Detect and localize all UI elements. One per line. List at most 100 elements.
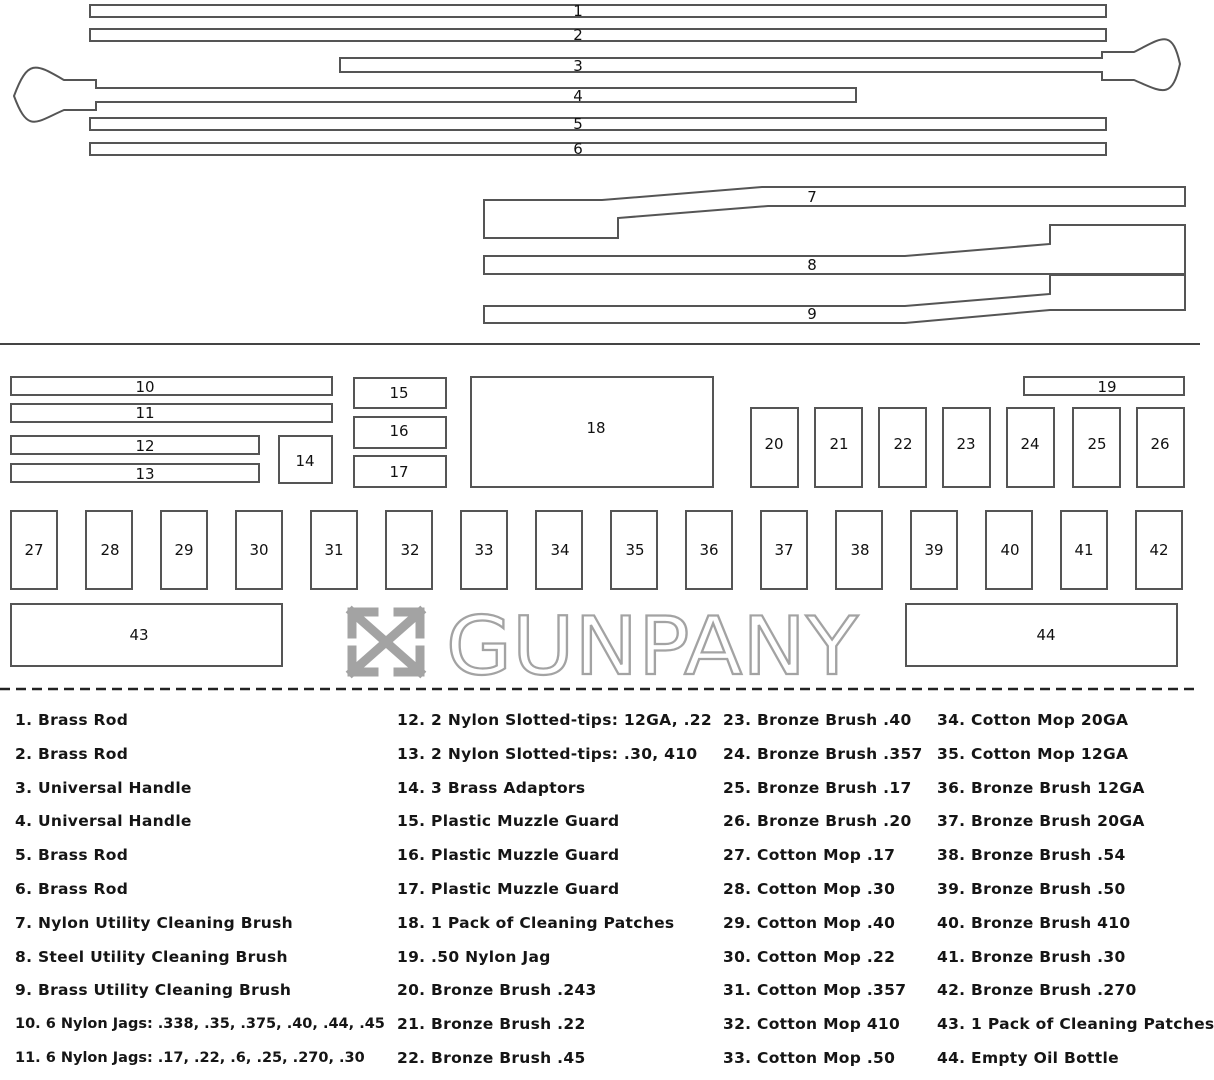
part-24-shape xyxy=(1006,407,1055,488)
part-label: 5 xyxy=(573,115,583,133)
part-label: 27 xyxy=(24,541,43,559)
part-43-shape xyxy=(10,603,283,667)
part-label: 10 xyxy=(135,378,154,396)
part-label: 28 xyxy=(100,541,119,559)
legend-item: 43. 1 Pack of Cleaning Patches xyxy=(937,1015,1214,1034)
part-label: 43 xyxy=(129,626,148,644)
legend-item: 14. 3 Brass Adaptors xyxy=(397,778,586,797)
part-10-shape xyxy=(10,376,333,396)
part-label: 9 xyxy=(807,305,817,323)
part-label: 8 xyxy=(807,256,817,274)
legend-item: 33. Cotton Mop .50 xyxy=(723,1048,896,1067)
part-11-shape xyxy=(10,403,333,423)
part-4-shape xyxy=(12,66,857,123)
legend-item: 40. Bronze Brush 410 xyxy=(937,913,1131,932)
legend-column-4: 34. Cotton Mop 20GA 35. Cotton Mop 12GA … xyxy=(937,708,1214,1080)
legend-item: 24. Bronze Brush .357 xyxy=(723,744,923,763)
legend-item: 4. Universal Handle xyxy=(15,812,192,831)
legend-item: 41. Bronze Brush .30 xyxy=(937,947,1126,966)
part-label: 2 xyxy=(573,26,583,44)
part-label: 11 xyxy=(135,404,154,422)
legend-item: 28. Cotton Mop .30 xyxy=(723,879,896,898)
brand-logo: GUNPANY xyxy=(345,599,860,694)
part-label: 30 xyxy=(249,541,268,559)
legend-item: 12. 2 Nylon Slotted-tips: 12GA, .22 xyxy=(397,711,712,729)
part-7-shape xyxy=(483,186,1186,239)
part-32-shape xyxy=(385,510,433,590)
part-label: 29 xyxy=(174,541,193,559)
part-label: 26 xyxy=(1150,435,1169,453)
legend-item: 30. Cotton Mop .22 xyxy=(723,947,896,966)
part-12-shape xyxy=(10,435,260,455)
part-14-shape xyxy=(278,435,333,484)
part-label: 33 xyxy=(474,541,493,559)
part-label: 31 xyxy=(324,541,343,559)
legend-item: 32. Cotton Mop 410 xyxy=(723,1015,901,1034)
legend-item: 3. Universal Handle xyxy=(15,778,192,797)
legend-item: 5. Brass Rod xyxy=(15,846,129,865)
part-30-shape xyxy=(235,510,283,590)
part-37-shape xyxy=(760,510,808,590)
part-42-shape xyxy=(1135,510,1183,590)
part-label: 37 xyxy=(774,541,793,559)
part-label: 3 xyxy=(573,57,583,75)
part-2-shape xyxy=(89,28,1107,42)
legend-item: 16. Plastic Muzzle Guard xyxy=(397,846,620,865)
part-9-shape xyxy=(483,274,1186,324)
part-label: 12 xyxy=(135,437,154,455)
part-19-shape xyxy=(1023,376,1185,396)
part-44-shape xyxy=(905,603,1178,667)
part-28-shape xyxy=(85,510,133,590)
part-label: 1 xyxy=(573,2,583,20)
part-34-shape xyxy=(535,510,583,590)
part-8-shape xyxy=(483,224,1186,275)
part-label: 36 xyxy=(699,541,718,559)
part-label: 34 xyxy=(550,541,569,559)
part-29-shape xyxy=(160,510,208,590)
legend-item: 19. .50 Nylon Jag xyxy=(397,947,551,966)
brand-wordmark: GUNPANY xyxy=(446,600,859,693)
part-13-shape xyxy=(10,463,260,483)
part-label: 6 xyxy=(573,140,583,158)
part-label: 4 xyxy=(573,87,583,105)
part-label: 20 xyxy=(764,435,783,453)
part-15-shape xyxy=(353,377,447,409)
legend-column-3: 23. Bronze Brush .40 24. Bronze Brush .3… xyxy=(723,708,923,1080)
legend-item: 2. Brass Rod xyxy=(15,744,129,763)
legend-item: 1. Brass Rod xyxy=(15,711,129,729)
part-40-shape xyxy=(985,510,1033,590)
legend-item: 6. Brass Rod xyxy=(15,879,129,898)
part-16-shape xyxy=(353,416,447,449)
part-39-shape xyxy=(910,510,958,590)
legend-item: 10. 6 Nylon Jags: .338, .35, .375, .40, … xyxy=(15,1016,385,1033)
part-22-shape xyxy=(878,407,927,488)
part-label: 42 xyxy=(1149,541,1168,559)
part-label: 13 xyxy=(135,465,154,483)
part-label: 7 xyxy=(807,188,817,206)
part-label: 38 xyxy=(850,541,869,559)
part-21-shape xyxy=(814,407,863,488)
part-label: 19 xyxy=(1097,378,1116,396)
part-38-shape xyxy=(835,510,883,590)
part-label: 16 xyxy=(389,422,408,440)
part-label: 24 xyxy=(1020,435,1039,453)
part-25-shape xyxy=(1072,407,1121,488)
legend-item: 27. Cotton Mop .17 xyxy=(723,846,896,865)
part-label: 25 xyxy=(1087,435,1106,453)
part-35-shape xyxy=(610,510,658,590)
logo-mark-icon xyxy=(345,605,427,679)
legend-column-1: 1. Brass Rod 2. Brass Rod 3. Universal H… xyxy=(15,708,385,1080)
legend-item: 23. Bronze Brush .40 xyxy=(723,711,912,729)
legend-item: 35. Cotton Mop 12GA xyxy=(937,744,1129,763)
legend-item: 20. Bronze Brush .243 xyxy=(397,981,597,1000)
part-label: 17 xyxy=(389,463,408,481)
part-label: 35 xyxy=(625,541,644,559)
part-label: 41 xyxy=(1074,541,1093,559)
part-label: 23 xyxy=(956,435,975,453)
legend-item: 29. Cotton Mop .40 xyxy=(723,913,896,932)
part-label: 39 xyxy=(924,541,943,559)
legend-item: 18. 1 Pack of Cleaning Patches xyxy=(397,913,675,932)
part-31-shape xyxy=(310,510,358,590)
part-label: 22 xyxy=(893,435,912,453)
